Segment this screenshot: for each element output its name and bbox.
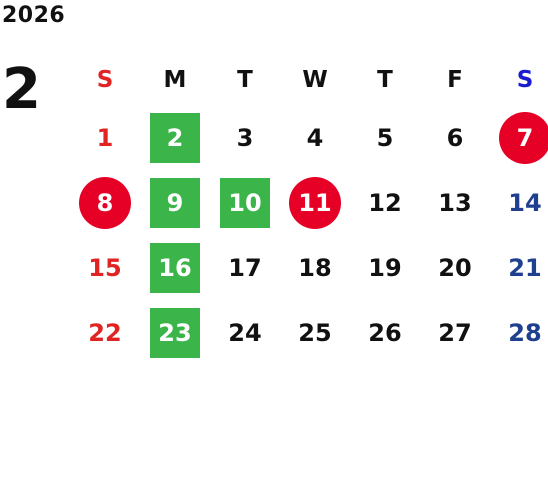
day-cell: 18 xyxy=(280,235,350,300)
day-number: 10 xyxy=(228,188,262,217)
day-cell: 22 xyxy=(70,300,140,365)
day-cell: 25 xyxy=(280,300,350,365)
day-cell: 12 xyxy=(350,170,420,235)
day-cell: 3 xyxy=(210,105,280,170)
day-cell-holiday: 7 xyxy=(490,105,548,170)
day-cell: 24 xyxy=(210,300,280,365)
weekday-header-wed: W xyxy=(302,67,328,93)
day-number: 23 xyxy=(158,318,192,347)
day-cell-highlighted: 9 xyxy=(140,170,210,235)
day-number: 5 xyxy=(376,123,394,152)
day-cell-highlighted: 10 xyxy=(210,170,280,235)
weekday-header-mon: M xyxy=(163,67,187,93)
day-number: 17 xyxy=(228,253,262,282)
day-number: 24 xyxy=(228,318,262,347)
day-cell: 13 xyxy=(420,170,490,235)
day-cell: 21 xyxy=(490,235,548,300)
day-number: 9 xyxy=(166,188,184,217)
day-cell-highlighted: 2 xyxy=(140,105,210,170)
day-number: 27 xyxy=(438,318,472,347)
month-label: 2 xyxy=(2,57,41,122)
day-number: 16 xyxy=(158,253,192,282)
day-cell: 1 xyxy=(70,105,140,170)
day-cell-highlighted: 23 xyxy=(140,300,210,365)
day-cell-holiday: 8 xyxy=(70,170,140,235)
day-cell: 20 xyxy=(420,235,490,300)
day-cell: 4 xyxy=(280,105,350,170)
day-cell: 27 xyxy=(420,300,490,365)
weekday-header-sun: S xyxy=(96,67,114,93)
day-number: 3 xyxy=(236,123,254,152)
day-number: 25 xyxy=(298,318,332,347)
day-cell: 15 xyxy=(70,235,140,300)
day-number: 21 xyxy=(508,253,542,282)
weekday-header-tue: T xyxy=(237,67,253,93)
day-cell: 14 xyxy=(490,170,548,235)
day-number: 22 xyxy=(88,318,122,347)
day-cell: 26 xyxy=(350,300,420,365)
day-number: 13 xyxy=(438,188,472,217)
day-number: 8 xyxy=(96,188,114,217)
day-cell-highlighted: 16 xyxy=(140,235,210,300)
weekday-header-thu: T xyxy=(377,67,393,93)
day-cell: 19 xyxy=(350,235,420,300)
day-number: 15 xyxy=(88,253,122,282)
weekday-header-sat: S xyxy=(516,67,534,93)
day-number: 11 xyxy=(298,188,332,217)
day-number: 7 xyxy=(516,123,534,152)
day-number: 18 xyxy=(298,253,332,282)
day-number: 20 xyxy=(438,253,472,282)
day-number: 2 xyxy=(166,123,184,152)
day-number: 28 xyxy=(508,318,542,347)
day-number: 1 xyxy=(96,123,114,152)
day-number: 6 xyxy=(446,123,464,152)
day-number: 14 xyxy=(508,188,542,217)
calendar-grid: S M T W T F S 1 2 3 4 5 6 7 8 9 10 11 12… xyxy=(70,55,548,365)
day-number: 19 xyxy=(368,253,402,282)
day-cell: 17 xyxy=(210,235,280,300)
day-number: 26 xyxy=(368,318,402,347)
weekday-header-fri: F xyxy=(447,67,463,93)
day-cell: 28 xyxy=(490,300,548,365)
day-cell-holiday: 11 xyxy=(280,170,350,235)
day-cell: 5 xyxy=(350,105,420,170)
year-label: 2026 xyxy=(2,3,66,28)
day-number: 4 xyxy=(306,123,324,152)
day-number: 12 xyxy=(368,188,402,217)
day-cell: 6 xyxy=(420,105,490,170)
